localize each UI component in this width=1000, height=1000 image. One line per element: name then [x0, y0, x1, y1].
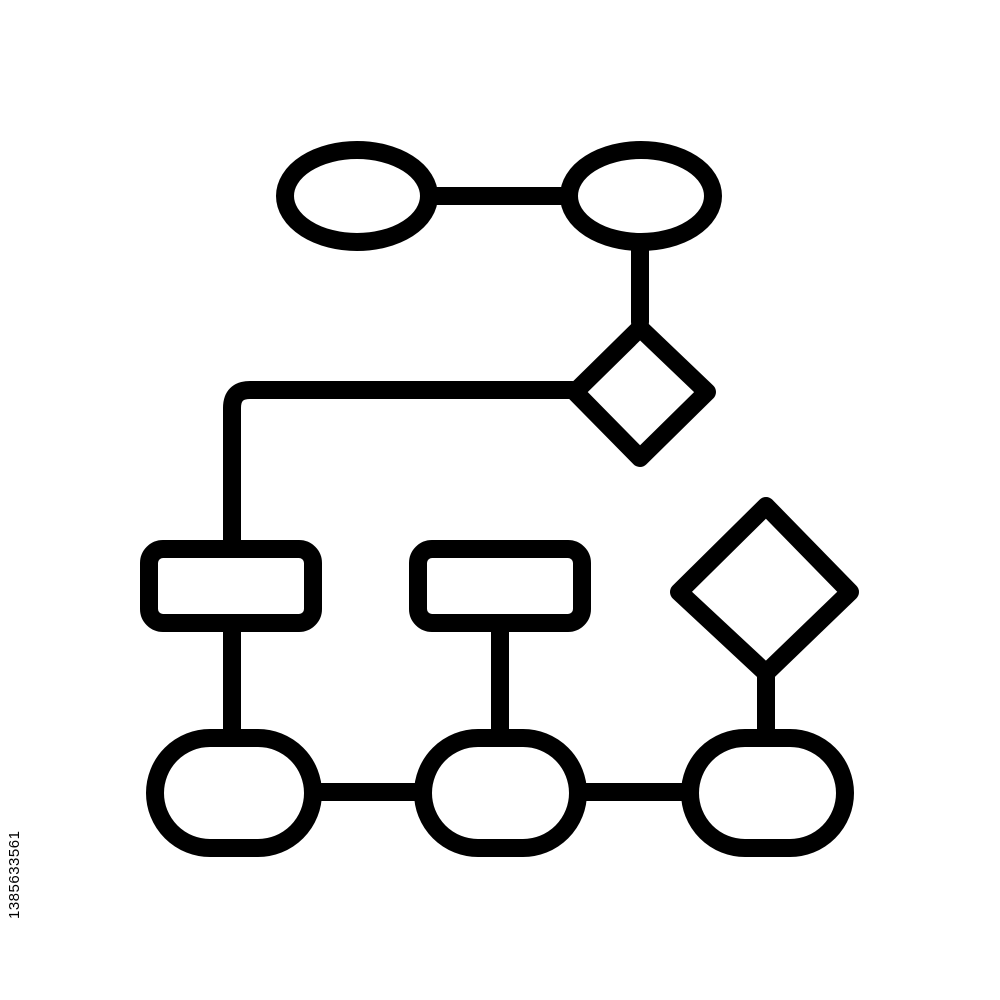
stock-id-watermark: 1385633561	[6, 830, 23, 920]
bottom-middle-oval	[414, 729, 587, 857]
bottom-left-oval	[146, 729, 322, 857]
connector-decision-to-process-left	[223, 381, 581, 555]
decision-diamond-upper	[566, 319, 716, 467]
process-box-middle	[409, 540, 591, 632]
start-oval	[276, 141, 438, 251]
top-right-oval	[560, 141, 722, 251]
process-box-left	[140, 540, 322, 632]
bottom-right-oval	[681, 729, 854, 857]
decision-diamond-lower	[670, 497, 859, 682]
